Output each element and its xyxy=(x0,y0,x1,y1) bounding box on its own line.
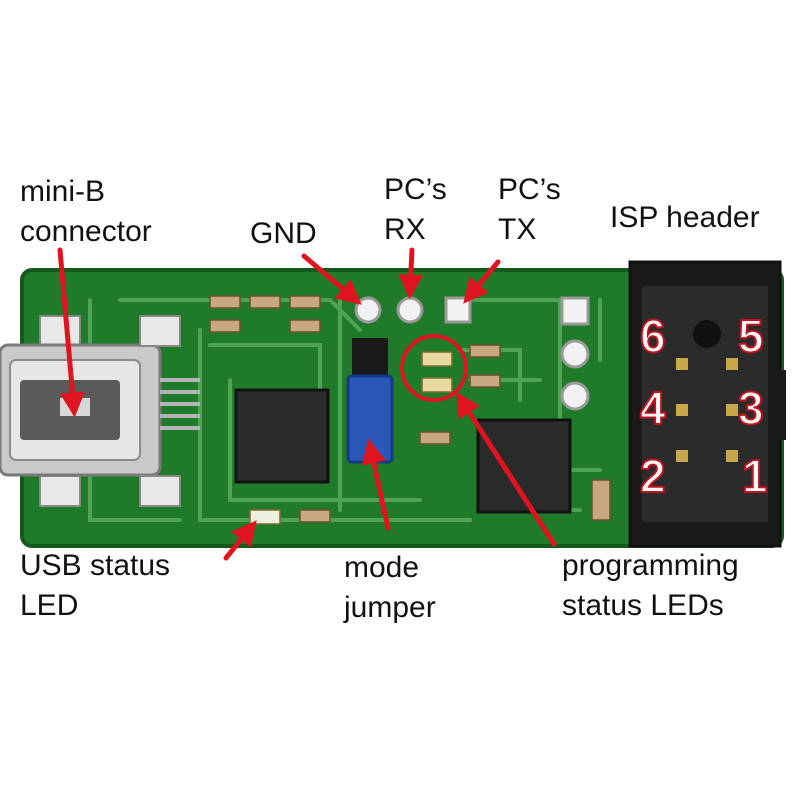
arrow-programming xyxy=(455,391,557,547)
label-gnd: GND xyxy=(250,217,317,250)
smd-components xyxy=(209,295,611,523)
label-pc-rx-line1: PC’s xyxy=(384,173,447,206)
label-isp-header: ISP header xyxy=(610,201,760,234)
arrow-pc-rx xyxy=(398,247,424,300)
isp-pin-3: 3 xyxy=(737,382,765,434)
isp-pin-6: 6 xyxy=(639,310,667,362)
label-mode-line1: mode xyxy=(344,551,420,584)
label-pc-tx-line2: TX xyxy=(498,213,537,246)
isp-pin-4: 4 xyxy=(639,382,667,434)
label-mini-b-line2: connector xyxy=(20,215,152,248)
pointer-arrows xyxy=(57,247,557,561)
programming-status-leds xyxy=(400,334,468,402)
usb-status-led xyxy=(249,509,281,525)
label-programming-line1: programming xyxy=(562,549,739,582)
serial-pads xyxy=(354,296,472,324)
label-programming-line2: status LEDs xyxy=(562,589,724,622)
isp-pin-2: 2 xyxy=(639,450,667,502)
label-mini-b-line1: mini-B xyxy=(20,175,106,208)
isp-pin-5: 5 xyxy=(737,310,765,362)
arrow-gnd xyxy=(301,253,362,305)
arrow-mini-b xyxy=(57,247,85,418)
label-usb-status-line2: LED xyxy=(20,589,79,622)
isp-pin-1: 1 xyxy=(741,450,769,502)
extra-pads xyxy=(560,296,590,411)
isp-header xyxy=(628,260,786,548)
label-pc-rx-line2: RX xyxy=(384,213,426,246)
label-mode-line2: jumper xyxy=(344,591,436,624)
label-pc-tx-line1: PC’s xyxy=(498,173,561,206)
arrow-pc-tx xyxy=(463,259,501,304)
label-usb-status-line1: USB status xyxy=(20,549,171,582)
mode-jumper xyxy=(346,338,394,464)
arrow-mode xyxy=(361,438,391,531)
usb-chip xyxy=(234,388,330,484)
arrow-usb-status xyxy=(223,520,257,561)
